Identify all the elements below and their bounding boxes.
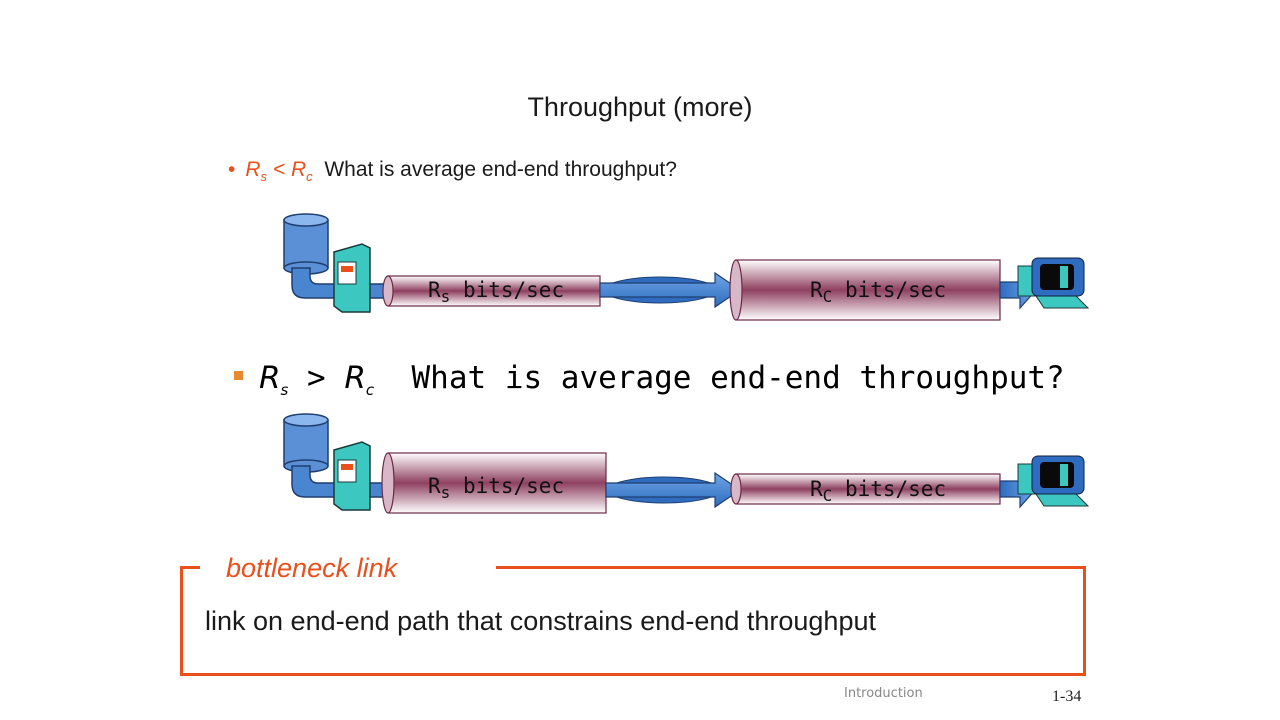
definition-text: link on end-end path that constrains end… — [205, 606, 876, 636]
page-number: 1-34 — [1052, 688, 1082, 705]
rs-pipe-label: Rs bits/sec — [428, 474, 565, 503]
operator-greater: > — [288, 360, 345, 396]
rc-pipe-label: RC bits/sec — [810, 477, 947, 506]
rs-pipe-label: Rs bits/sec — [428, 278, 565, 307]
definition-box — [180, 566, 1086, 676]
bullet-rs-greater-rc: Rs > Rc What is average end-end throughp… — [232, 360, 1065, 399]
rc-symbol: Rc — [290, 158, 313, 185]
bullet-square-icon — [232, 369, 245, 382]
rc-pipe-label: RC bits/sec — [810, 278, 947, 307]
bullet-question: What is average end-end throughput? — [411, 360, 1065, 396]
rc-symbol: Rc — [344, 360, 375, 400]
diagram-2 — [283, 413, 1090, 514]
rs-pipe — [381, 452, 607, 514]
link-connector — [599, 271, 742, 309]
rs-symbol: Rs — [259, 360, 289, 400]
rc-pipe — [730, 473, 1001, 505]
definition-heading: bottleneck link — [226, 553, 398, 583]
footer-label: Introduction — [844, 686, 923, 701]
rc-pipe — [729, 259, 1001, 321]
slide-title: Throughput (more) — [527, 92, 753, 122]
bullet-question: What is average end-end throughput? — [324, 158, 677, 181]
server-icon — [283, 213, 393, 313]
bullet-dot: • — [228, 158, 236, 181]
diagram-1 — [283, 213, 1090, 321]
definition-box-gap — [200, 560, 496, 574]
computer-icon — [1017, 257, 1090, 309]
computer-icon — [1017, 455, 1090, 507]
link-connector — [605, 471, 742, 509]
server-icon — [283, 413, 393, 511]
operator-less: < — [267, 158, 291, 181]
bullet-rs-less-rc: • Rs < Rc What is average end-end through… — [228, 158, 677, 184]
rs-pipe — [382, 275, 601, 307]
rs-symbol: Rs — [245, 158, 268, 185]
